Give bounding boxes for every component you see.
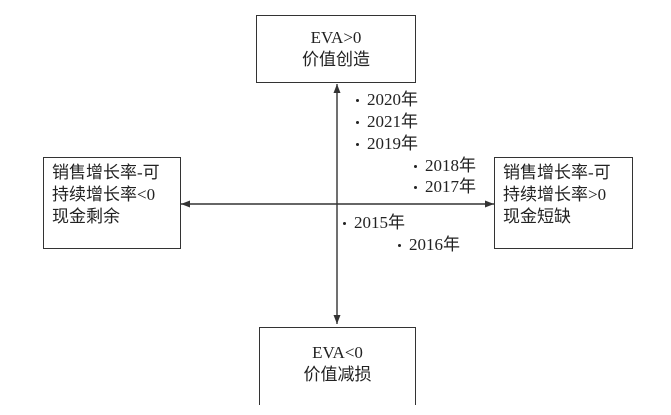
point-2019: 2019年	[356, 134, 418, 154]
point-2020: 2020年	[356, 90, 418, 110]
point-2015: 2015年	[343, 213, 405, 233]
point-label-2015: 2015年	[354, 213, 405, 232]
point-label-2016: 2016年	[409, 235, 460, 254]
bottom-quadrant-eva: EVA<0	[312, 343, 363, 362]
point-2018: 2018年	[414, 156, 476, 176]
point-2016: 2016年	[398, 235, 460, 255]
bottom-quadrant-box: EVA<0 价值减损	[259, 327, 416, 405]
point-label-2019: 2019年	[367, 134, 418, 153]
point-label-2017: 2017年	[425, 177, 476, 196]
top-quadrant-box: EVA>0 价值创造	[256, 15, 416, 83]
left-quadrant-line1: 销售增长率-可	[52, 163, 160, 182]
point-marker	[356, 98, 359, 102]
right-quadrant-line3: 现金短缺	[503, 207, 571, 226]
point-label-2018: 2018年	[425, 156, 476, 175]
point-label-2021: 2021年	[367, 112, 418, 131]
top-quadrant-eva: EVA>0	[310, 28, 362, 47]
point-2021: 2021年	[356, 112, 418, 132]
point-2017: 2017年	[414, 177, 476, 197]
bottom-quadrant-label: 价值减损	[303, 365, 372, 384]
point-marker	[398, 243, 401, 247]
right-quadrant-box: 销售增长率-可 持续增长率>0 现金短缺	[494, 157, 633, 249]
right-quadrant-line1: 销售增长率-可	[503, 163, 611, 182]
point-marker	[414, 164, 417, 168]
top-quadrant-label: 价值创造	[302, 50, 370, 69]
right-quadrant-line2: 持续增长率>0	[503, 185, 607, 204]
left-quadrant-line2: 持续增长率<0	[52, 185, 156, 204]
point-marker	[356, 142, 359, 146]
left-quadrant-line3: 现金剩余	[52, 207, 120, 226]
left-quadrant-box: 销售增长率-可 持续增长率<0 现金剩余	[43, 157, 181, 249]
point-marker	[414, 185, 417, 189]
point-marker	[343, 221, 346, 225]
point-marker	[356, 120, 359, 124]
point-label-2020: 2020年	[367, 90, 418, 109]
